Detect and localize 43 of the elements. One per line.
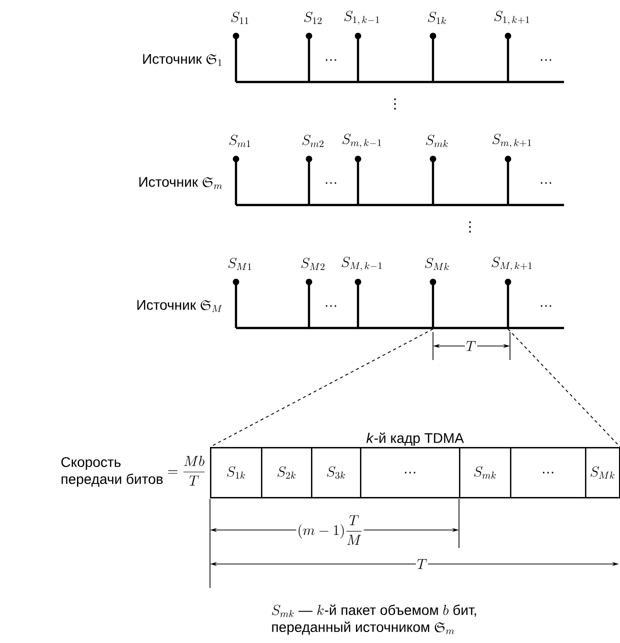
ellipsis: … bbox=[326, 182, 336, 184]
source-label: $\text{Источник }\mathfrak{S}_1$ bbox=[143, 54, 222, 66]
slot-cell: $S_{Mk}$ bbox=[585, 447, 620, 498]
pulse-label: $S_{1,\,k+1}$ bbox=[494, 10, 530, 25]
pulse-label: $S_{Mk}$ bbox=[425, 258, 449, 270]
dimension-label: $T$ bbox=[416, 558, 428, 570]
pulse-stem bbox=[506, 282, 510, 329]
pulse-label: $S_{M,\,k-1}$ bbox=[342, 256, 382, 271]
ellipsis: … bbox=[540, 59, 552, 61]
slot-cell: $S_{mk}$ bbox=[459, 447, 512, 498]
ellipsis: … bbox=[540, 182, 552, 184]
node-label: k-й кадр TDMA bbox=[366, 432, 464, 446]
pulse-label: $S_{M1}$ bbox=[228, 258, 252, 270]
ellipsis: … bbox=[540, 305, 552, 307]
slot-cell: … bbox=[510, 447, 586, 498]
pulse-label: $S_{M2}$ bbox=[301, 258, 324, 270]
source-label: $\text{Источник }\mathfrak{S}_M$ bbox=[137, 300, 222, 312]
ellipsis: ⋮ bbox=[394, 98, 396, 110]
pulse-label: $S_{M,\,k+1}$ bbox=[492, 256, 532, 271]
slot-cell: $S_{2k}$ bbox=[261, 447, 312, 498]
pulse-label: $S_{mk}$ bbox=[426, 134, 448, 148]
pulse-label: $S_{11}$ bbox=[231, 12, 248, 24]
pulse-label: $S_{12}$ bbox=[304, 12, 322, 24]
dashed-projection-line bbox=[210, 328, 434, 448]
pulse-label: $S_{m1}$ bbox=[229, 134, 250, 148]
ellipsis: ⋮ bbox=[469, 221, 471, 233]
slot-cell: $S_{1k}$ bbox=[210, 447, 262, 498]
ellipsis: … bbox=[326, 305, 336, 307]
pulse-label: $S_{m,\,k-1}$ bbox=[342, 134, 382, 148]
ellipsis: … bbox=[326, 59, 336, 61]
bit-rate-formula: $\begin{array}{@{}l@{}}\text{Скорость}\\ \text{передачи битов}\end{array}=\dfrac{Mb}{T}$ bbox=[61, 456, 205, 487]
pulse-label: $S_{m,\,k+1}$ bbox=[492, 134, 532, 148]
pulse-label: $S_{m2}$ bbox=[302, 134, 324, 148]
slot-cell: … bbox=[360, 447, 460, 498]
pulse-label: $S_{1k}$ bbox=[428, 12, 446, 24]
slot-cell: $S_{3k}$ bbox=[311, 447, 362, 498]
source-label: $\text{Источник }\mathfrak{S}_m$ bbox=[139, 177, 222, 190]
pulse-stem bbox=[432, 282, 434, 329]
dimension-label: $(m-1)\dfrac{T}{M}$ bbox=[296, 514, 364, 546]
pulse-label: $S_{1,\,k-1}$ bbox=[344, 10, 380, 25]
note-text: $\begin{array}{@{}l@{}}S_{mk}\ \text{— }k\text{-й пакет объемом }b\text{ бит,}\\ \text{переданный источником }\mathfrak{S}_m\end{array}$ bbox=[272, 604, 476, 635]
dimension-label: $T$ bbox=[464, 340, 478, 352]
dashed-projection-line bbox=[508, 328, 620, 448]
